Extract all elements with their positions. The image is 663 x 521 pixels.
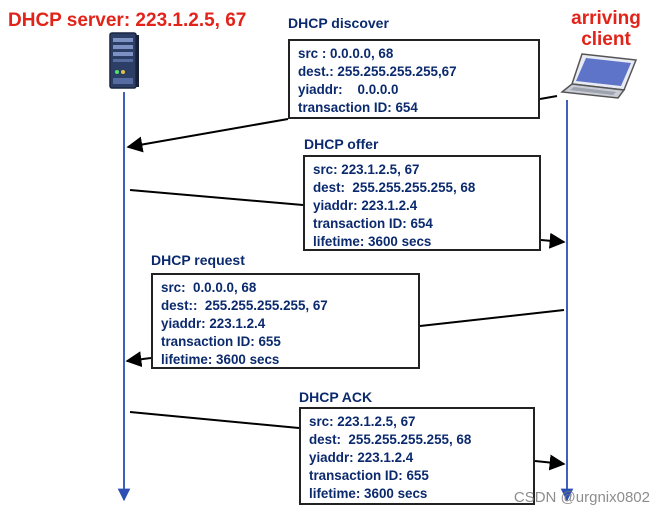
server-icon bbox=[109, 32, 139, 89]
offer-box: src: 223.1.2.5, 67 dest: 255.255.255.255… bbox=[303, 155, 541, 251]
discover-arrow-b bbox=[126, 118, 289, 153]
watermark: CSDN @urgnix0802 bbox=[513, 489, 650, 506]
request-line: yiaddr: 223.1.2.4 bbox=[161, 316, 266, 331]
ack-arrow-b bbox=[534, 454, 566, 471]
ack-line: transaction ID: 655 bbox=[309, 468, 429, 483]
ack-line: src: 223.1.2.5, 67 bbox=[309, 414, 416, 429]
request-arrow-b bbox=[125, 351, 152, 368]
offer-line: lifetime: 3600 secs bbox=[313, 234, 432, 249]
client-title: arriving client bbox=[560, 8, 652, 50]
request-line: dest:: 255.255.255.255, 67 bbox=[161, 298, 328, 313]
request-box: src: 0.0.0.0, 68 dest:: 255.255.255.255,… bbox=[151, 273, 420, 369]
request-line: transaction ID: 655 bbox=[161, 334, 281, 349]
server-title: DHCP server: 223.1.2.5, 67 bbox=[8, 10, 247, 31]
discover-arrow-a bbox=[539, 95, 558, 100]
ack-box: src: 223.1.2.5, 67 dest: 255.255.255.255… bbox=[299, 407, 535, 505]
request-title: DHCP request bbox=[151, 252, 245, 268]
client-title-line2: client bbox=[581, 29, 631, 50]
ack-title: DHCP ACK bbox=[299, 389, 373, 405]
offer-line: yiaddr: 223.1.2.4 bbox=[313, 198, 418, 213]
discover-box: src : 0.0.0.0, 68 dest.: 255.255.255.255… bbox=[288, 39, 540, 119]
offer-line: src: 223.1.2.5, 67 bbox=[313, 162, 420, 177]
discover-line: yiaddr: 0.0.0.0 bbox=[298, 82, 399, 97]
ack-line: lifetime: 3600 secs bbox=[309, 486, 428, 501]
discover-line: transaction ID: 654 bbox=[298, 100, 418, 115]
discover-line: src : 0.0.0.0, 68 bbox=[298, 46, 394, 61]
ack-line: dest: 255.255.255.255, 68 bbox=[309, 432, 472, 447]
offer-title: DHCP offer bbox=[304, 136, 379, 152]
laptop-icon bbox=[560, 53, 638, 99]
offer-arrow-b bbox=[540, 232, 566, 249]
offer-arrow-a bbox=[129, 189, 304, 206]
offer-line: transaction ID: 654 bbox=[313, 216, 433, 231]
discover-line: dest.: 255.255.255.255,67 bbox=[298, 64, 457, 79]
request-line: src: 0.0.0.0, 68 bbox=[161, 280, 257, 295]
ack-line: yiaddr: 223.1.2.4 bbox=[309, 450, 414, 465]
request-line: lifetime: 3600 secs bbox=[161, 352, 280, 367]
discover-title: DHCP discover bbox=[288, 15, 389, 31]
ack-arrow-a bbox=[129, 411, 300, 429]
offer-line: dest: 255.255.255.255, 68 bbox=[313, 180, 476, 195]
client-title-line1: arriving bbox=[571, 8, 641, 29]
request-arrow-a bbox=[419, 309, 565, 327]
